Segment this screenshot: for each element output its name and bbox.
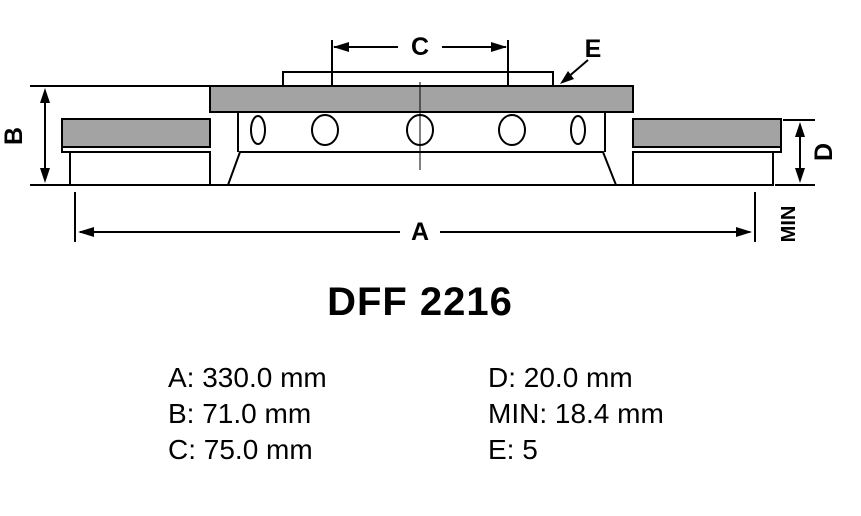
dimension-label-min: MIN xyxy=(778,206,800,243)
dimension-label-c: C xyxy=(411,33,429,61)
brake-disc-drawing: B C E D MIN xyxy=(0,33,838,246)
dim-a-arrow-right xyxy=(736,227,752,237)
right-ring-step xyxy=(773,147,782,153)
spec-b: B: 71.0 mm xyxy=(168,398,312,429)
dimension-label-e: E xyxy=(585,35,602,63)
dim-b-arrow-up xyxy=(40,88,50,103)
dimension-d xyxy=(775,119,815,186)
spec-e: E: 5 xyxy=(488,434,538,465)
left-friction-plate xyxy=(61,118,211,148)
dimension-label-a: A xyxy=(411,218,429,246)
dim-d-arrow-up xyxy=(795,122,805,137)
spec-a: A: 330.0 mm xyxy=(168,362,327,393)
spec-column-left: A: 330.0 mm B: 71.0 mm C: 75.0 mm xyxy=(168,360,327,468)
right-ring-lower xyxy=(632,151,774,186)
spec-c: C: 75.0 mm xyxy=(168,434,313,465)
dimension-b xyxy=(30,85,210,186)
spec-column-right: D: 20.0 mm MIN: 18.4 mm E: 5 xyxy=(488,360,664,468)
dim-e-arrow xyxy=(560,71,574,84)
dim-c-arrow-right xyxy=(491,42,507,52)
dimension-e xyxy=(560,59,589,84)
bolt-hole-4 xyxy=(498,114,526,146)
dim-b-arrow-down xyxy=(40,168,50,183)
dimension-label-b: B xyxy=(0,127,28,145)
dimension-label-d: D xyxy=(810,143,838,161)
bolt-hole-1 xyxy=(250,115,266,145)
disc-cross-section xyxy=(61,71,782,186)
bolt-hole-5 xyxy=(570,115,586,145)
bolt-hole-2 xyxy=(311,114,339,146)
spec-d: D: 20.0 mm xyxy=(488,362,633,393)
left-ring-lower xyxy=(69,151,211,186)
dim-a-arrow-left xyxy=(78,227,94,237)
hat-bell-flare xyxy=(226,151,618,186)
right-friction-plate xyxy=(632,118,782,148)
hat-flange xyxy=(209,85,634,113)
left-ring-step xyxy=(61,147,70,153)
spec-min: MIN: 18.4 mm xyxy=(488,398,664,429)
dim-c-arrow-left xyxy=(333,42,349,52)
part-number-title: DFF 2216 xyxy=(327,280,513,324)
dimension-c xyxy=(331,40,509,86)
dimension-a xyxy=(74,192,756,242)
dim-d-arrow-down xyxy=(795,168,805,183)
